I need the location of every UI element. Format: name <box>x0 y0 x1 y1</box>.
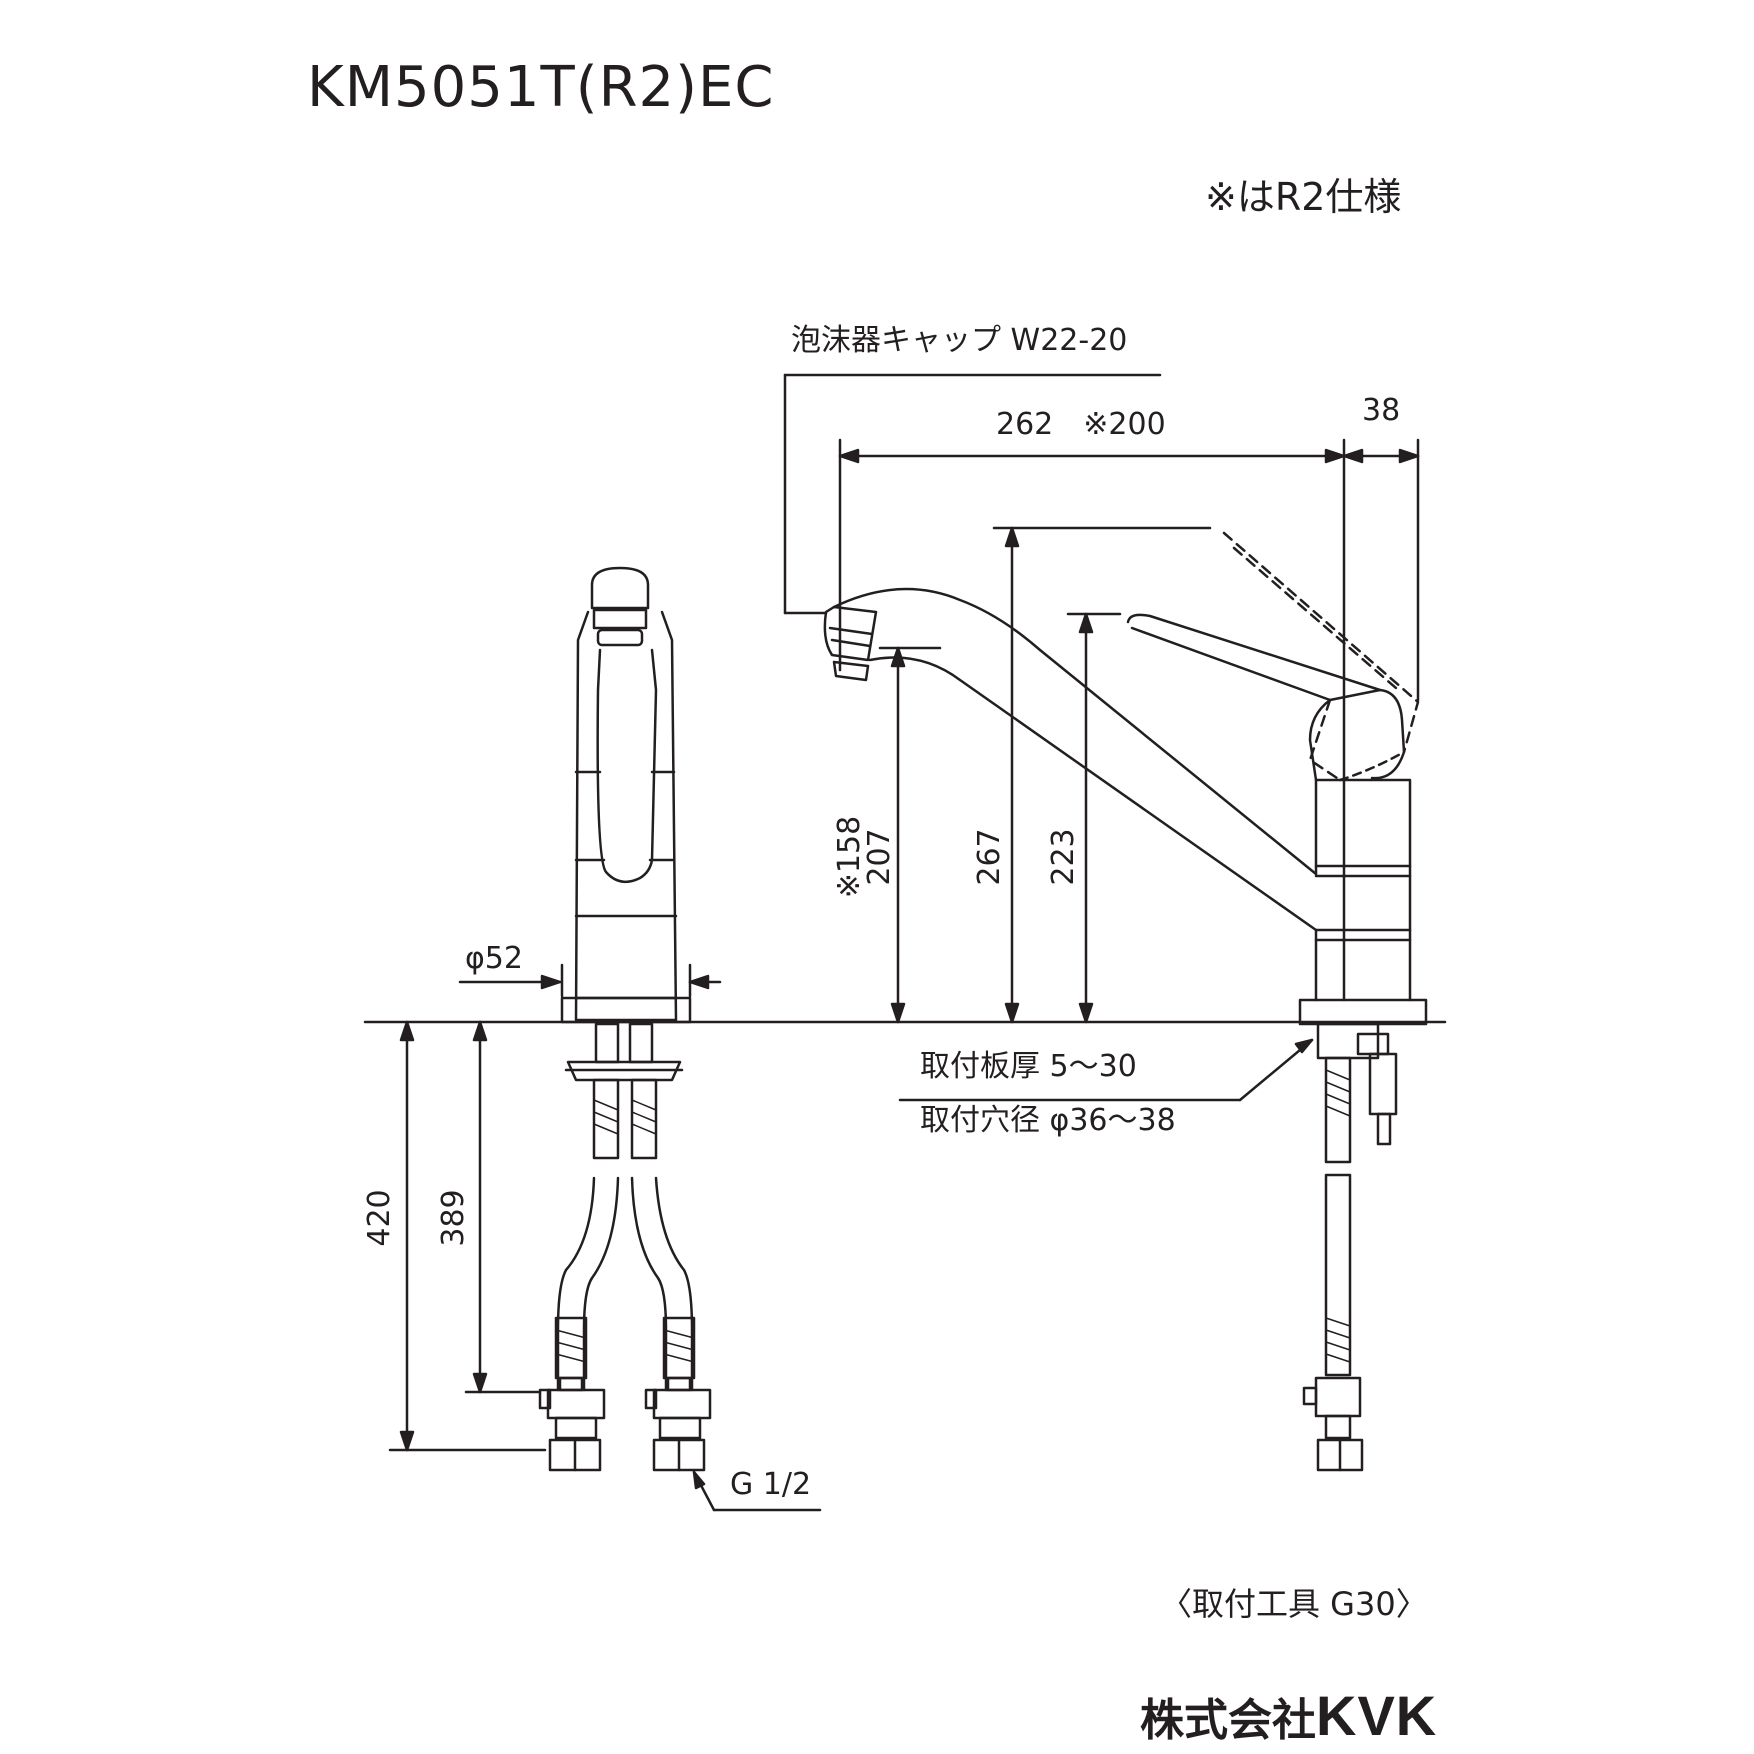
hole-diameter-label: 取付穴径 φ36～38 <box>920 1103 1176 1138</box>
depth-dimensions <box>388 1020 547 1452</box>
width-dimensions <box>838 438 1420 1002</box>
height-207-label: 207 <box>862 828 897 886</box>
side-view <box>823 531 1428 1472</box>
tool-label: 〈取付工具 G30〉 <box>1160 1585 1428 1623</box>
brand-en: KVK <box>1316 1684 1438 1747</box>
height-dimensions <box>878 526 1212 1024</box>
width-38-label: 38 <box>1362 393 1401 428</box>
height-267-label: 267 <box>972 828 1007 886</box>
depth-420-label: 420 <box>362 1189 397 1247</box>
plate-thickness-label: 取付板厚 5～30 <box>920 1049 1137 1084</box>
height-158-label: ※158 <box>832 815 867 899</box>
brand-logo: 株式会社KVK <box>1140 1688 1437 1744</box>
aerator-label: 泡沫器キャップ W22-20 <box>791 323 1128 358</box>
r2-note: ※はR2仕様 <box>1205 175 1402 219</box>
g12-label: G 1/2 <box>730 1467 812 1502</box>
height-223-label: 223 <box>1046 828 1081 886</box>
model-title: KM5051T(R2)EC <box>307 55 775 120</box>
depth-389-label: 389 <box>436 1189 471 1247</box>
width-262-label: 262 ※200 <box>996 407 1166 442</box>
aerator-leader <box>783 373 1162 615</box>
front-view <box>458 566 822 1512</box>
brand-jp: 株式会社 <box>1140 1695 1316 1746</box>
phi52-label: φ52 <box>465 941 523 976</box>
